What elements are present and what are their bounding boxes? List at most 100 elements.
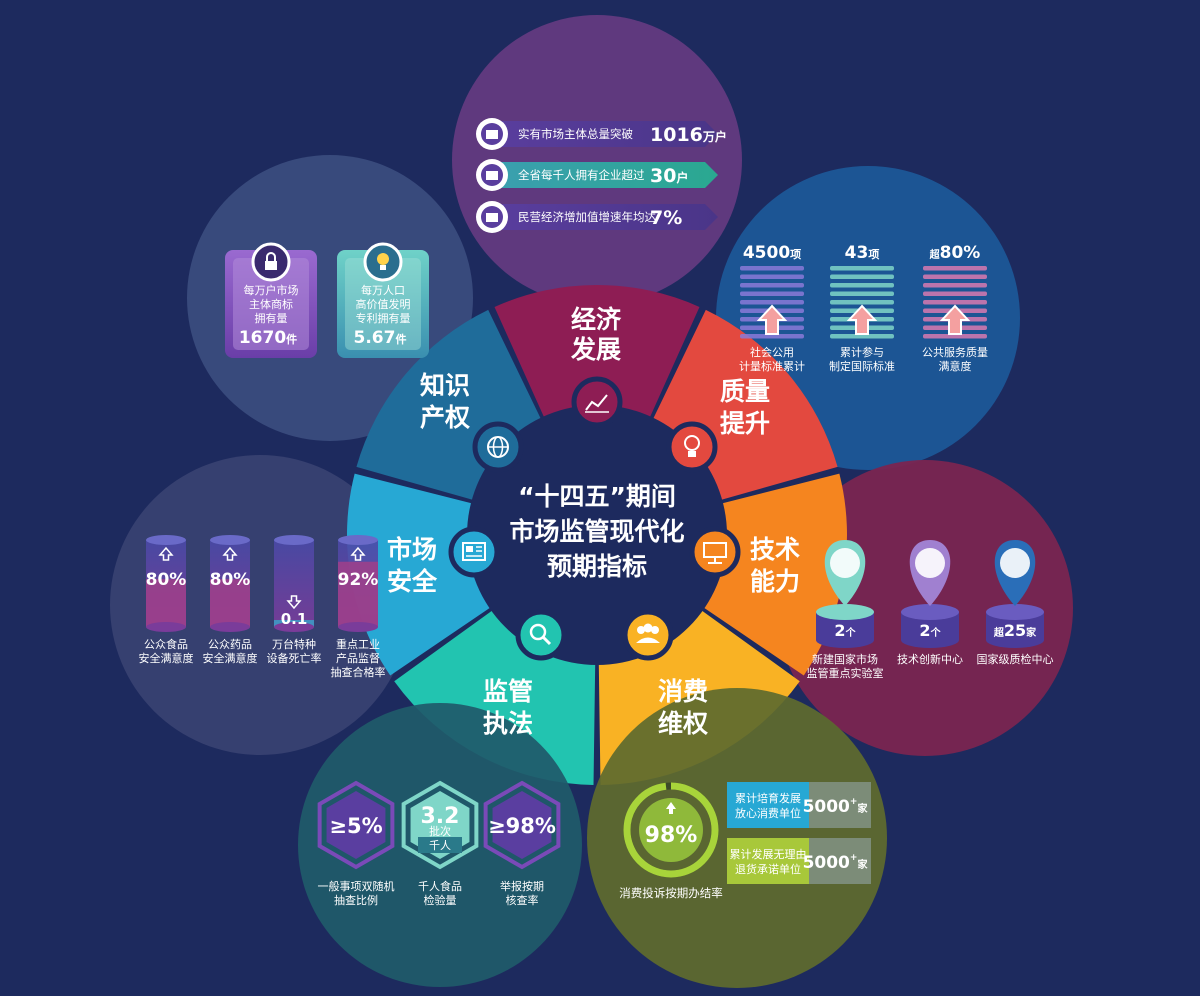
safety-cylinder-fill <box>210 579 250 627</box>
enforce-item-value: ≥5% <box>329 814 382 838</box>
safety-item-value: 80% <box>210 570 251 590</box>
economy-row-label: 全省每千人拥有企业超过 <box>518 168 645 182</box>
segment-enforce-label-1: 监管 <box>483 677 533 706</box>
hexagon-frame <box>483 780 561 870</box>
safety-item-label-1: 重点工业 <box>336 637 380 651</box>
quality-item-label-2: 满意度 <box>939 359 972 373</box>
hub-circle <box>467 405 727 665</box>
safety-cylinder-top <box>274 535 314 545</box>
up-arrow-icon <box>939 304 971 335</box>
quality-stripe <box>830 274 894 279</box>
hub-title-line1: “十四五”期间 <box>518 482 676 511</box>
consumer-up-arrow-icon <box>666 802 676 814</box>
segment-quality-label-1: 质量 <box>720 377 770 406</box>
safety-item-label-2: 安全满意度 <box>203 651 258 665</box>
quality-stripe <box>830 291 894 296</box>
hexagon-fill <box>326 791 386 859</box>
tech-pedestal-top <box>986 604 1044 620</box>
newspaper-icon <box>448 526 500 578</box>
consumer-box-value: 5000+家 <box>803 853 869 873</box>
economy-row-value: 1016万户 <box>650 124 727 146</box>
quality-stripe <box>740 334 804 339</box>
magnifier-icon <box>515 609 567 661</box>
economy-row-bar <box>492 204 718 230</box>
economy-row-value: 30户 <box>650 165 688 187</box>
innovation-icon <box>915 548 945 578</box>
segment-economy <box>494 285 700 419</box>
monitor-icon <box>689 526 741 578</box>
bubble-economy <box>452 15 742 305</box>
ip-trademark-line2: 主体商标 <box>249 297 293 311</box>
segment-ip-label-1: 知识 <box>420 371 470 400</box>
quality-stripe <box>740 283 804 288</box>
up-arrow-icon <box>350 546 366 561</box>
enforce-item-value: ≥98% <box>488 814 556 838</box>
quality-item-value: 4500项 <box>743 243 801 263</box>
lab-screen-icon <box>1000 548 1030 578</box>
safety-cylinder-bottom <box>274 622 314 632</box>
quality-stripe <box>830 266 894 271</box>
hub-title-line2: 市场监管现代化 <box>509 517 684 546</box>
tech-item-label-1: 技术创新中心 <box>897 652 963 666</box>
safety-cylinder-fill <box>338 561 378 627</box>
segment-safety-label-2: 安全 <box>387 567 438 596</box>
ip-trademark-line1: 每万户市场 <box>244 283 299 297</box>
tech-item-label-1: 新建国家市场 <box>812 652 878 666</box>
down-arrow-icon <box>286 595 302 610</box>
idea-bulb-icon <box>377 253 389 270</box>
safety-cylinder <box>274 540 314 627</box>
safety-item-label-2: 安全满意度 <box>139 651 194 665</box>
quality-indicators: 4500项社会公用计量标准累计43项累计参与制定国际标准超80%公共服务质量满意… <box>739 243 988 373</box>
consumer-ring: 98% 消费投诉按期办结率 <box>619 782 723 900</box>
safety-item-value: 0.1 <box>281 610 308 628</box>
segment-tech <box>702 473 847 676</box>
tech-item-label-2: 监管重点实验室 <box>807 666 884 680</box>
people-icon <box>622 609 674 661</box>
hexagon-frame <box>317 780 395 870</box>
enforce-item-label-2: 检验量 <box>424 893 457 907</box>
quality-stripe <box>923 300 987 305</box>
economy-row-bar <box>492 121 718 147</box>
consumer-box-label-2: 放心消费单位 <box>735 806 801 820</box>
consumer-box-label-1: 累计发展无理由 <box>730 847 807 861</box>
enforce-item-label-1: 千人食品 <box>418 879 462 893</box>
quality-stripe <box>923 274 987 279</box>
ip-patent-line1: 每万人口 <box>361 283 405 297</box>
segment-quality-label-2: 提升 <box>720 409 770 438</box>
enforce-item-label-1: 举报按期 <box>500 879 544 893</box>
house-icon <box>481 164 503 186</box>
quality-item-label-1: 社会公用 <box>750 345 794 359</box>
lightbulb-icon <box>666 421 718 473</box>
safety-item-value: 92% <box>338 570 379 590</box>
enforce-item-label-2: 核查率 <box>506 893 539 907</box>
tech-item-label-1: 国家级质检中心 <box>977 652 1054 666</box>
consumer-box-value-bg <box>809 782 871 828</box>
ip-patent-line2: 高价值发明 <box>356 297 411 311</box>
quality-stripe <box>740 300 804 305</box>
consumer-box-label-1: 累计培育发展 <box>735 791 801 805</box>
quality-stripe <box>740 274 804 279</box>
segment-economy-label-1: 经济 <box>571 305 622 334</box>
ip-patent-line3: 专利拥有量 <box>356 311 411 325</box>
economy-row-label: 民营经济增加值增速年均达 <box>518 210 656 224</box>
quality-stripe <box>740 291 804 296</box>
safety-cylinder-bottom <box>210 622 250 632</box>
safety-cylinder-bottom <box>338 622 378 632</box>
up-arrow-icon <box>222 546 238 561</box>
ip-patent-value: 5.67件 <box>354 328 407 348</box>
